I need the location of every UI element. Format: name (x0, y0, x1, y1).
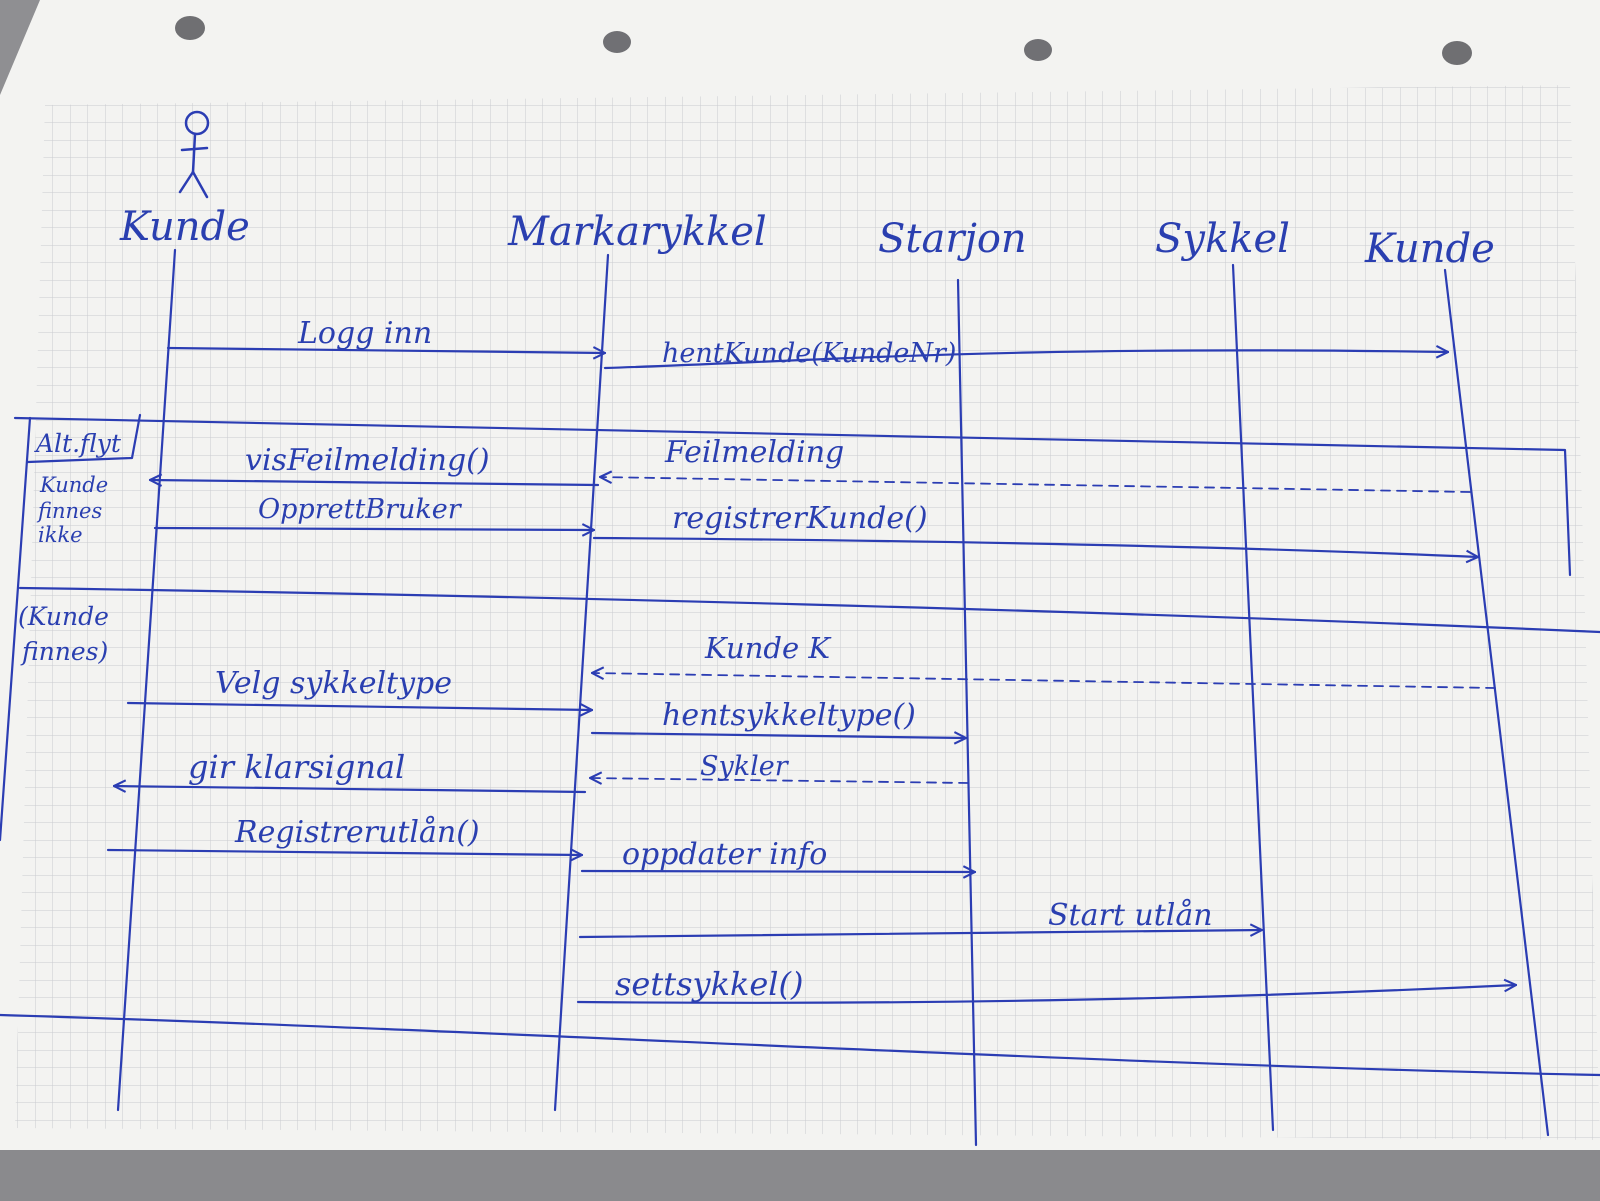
message-label: oppdater info (622, 837, 827, 872)
messages: Logg inn hentKunde(KundeNr) visFeilmeldi… (106, 316, 1516, 1004)
message-arrow (578, 930, 1262, 939)
punch-hole (1442, 41, 1472, 65)
punch-holes (175, 16, 1472, 65)
message-arrow (166, 348, 605, 353)
lifeline-kunde-left (116, 248, 177, 1112)
message-label: hentsykkeltype() (662, 698, 916, 733)
message-arrow (114, 786, 587, 794)
message-arrow (592, 673, 1496, 689)
guard-condition-2: (Kunde finnes) (18, 602, 109, 666)
lifelines (116, 248, 1550, 1147)
participant-markarykkel: Markarykkel (507, 209, 767, 255)
message-label: Registrerutlån() (234, 815, 480, 850)
message-arrow (126, 701, 592, 710)
message-arrow (576, 985, 1516, 1004)
message-label: visFeilmelding() (245, 443, 490, 478)
message-arrow (590, 733, 966, 738)
guard-line: (Kunde (18, 602, 109, 631)
message-arrow (106, 850, 582, 855)
message-label: registrerKunde() (672, 501, 928, 536)
lifeline-markarykkel (553, 253, 610, 1112)
message-label: Start utlån (1048, 898, 1213, 933)
participant-starjon: Starjon (878, 216, 1027, 262)
participant-sykkel: Sykkel (1155, 216, 1290, 262)
guard-line: ikke (38, 523, 83, 547)
participant-kunde-left: Kunde (119, 204, 250, 250)
message-label: Feilmelding (664, 435, 844, 470)
punch-hole (175, 16, 205, 40)
message-arrow (603, 350, 1448, 370)
alt-fragment-label: Alt.flyt (34, 429, 122, 458)
message-label: Velg sykkeltype (215, 666, 452, 701)
punch-hole (603, 31, 631, 53)
message-label: Kunde K (704, 631, 832, 665)
message-label: Logg inn (297, 316, 432, 351)
guard-line: finnes (36, 499, 102, 523)
message-label: Sykler (700, 751, 790, 782)
message-label: gir klarsignal (188, 748, 405, 786)
alt-fragment (0, 413, 1600, 1077)
message-arrow (153, 528, 594, 530)
guard-line: finnes) (20, 637, 108, 666)
message-label: settsykkel() (615, 965, 804, 1003)
punch-hole (1024, 39, 1052, 61)
guard-line: Kunde (39, 473, 108, 497)
participant-kunde-right: Kunde (1364, 226, 1495, 272)
participant-headers: Kunde Markarykkel Starjon Sykkel Kunde (119, 204, 1495, 272)
lifeline-kunde-right (1443, 268, 1550, 1137)
message-arrow (592, 536, 1478, 557)
message-label: hentKunde(KundeNr) (662, 338, 956, 369)
message-label: OpprettBruker (258, 494, 463, 525)
actor-icon (178, 110, 210, 199)
message-arrow (150, 480, 600, 485)
guard-condition-1: Kunde finnes ikke (36, 473, 108, 547)
message-arrow (600, 477, 1471, 493)
message-arrow (580, 871, 975, 872)
lifeline-sykkel (1231, 263, 1275, 1132)
